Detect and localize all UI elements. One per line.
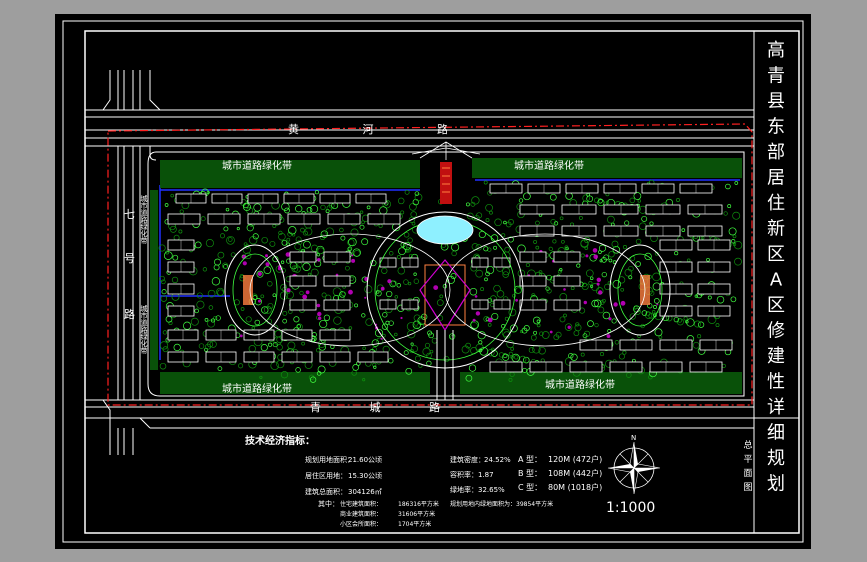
- tech-note: 规划用地内绿地面积为：39854平方米: [450, 500, 553, 508]
- oval-gardens: [224, 233, 671, 347]
- tech-right-label: 容积率：: [450, 470, 478, 479]
- tech-row-value: 304126㎡: [348, 488, 382, 496]
- north-entrance: [411, 141, 481, 204]
- plaza-core: [424, 264, 466, 326]
- residential-buildings: [167, 183, 733, 373]
- unit-type-value: 120M (472户): [548, 454, 602, 464]
- unit-type-code: A 型：: [518, 455, 542, 464]
- west-road-label-1: 七: [124, 208, 135, 221]
- tech-right-value: 24.52%: [484, 456, 511, 464]
- tech-sub-value: 186316平方米: [398, 500, 439, 508]
- site-boundary: [107, 123, 753, 406]
- sheet-name-text: 总平面图: [743, 439, 752, 493]
- scale-label: 1:1000: [606, 500, 655, 516]
- tech-row-value: 21.60公顷: [348, 456, 382, 464]
- tech-sub-label: 小区会所面积：: [340, 520, 382, 528]
- tech-sub-value: 31606平方米: [398, 510, 435, 518]
- greenbelt-label-west-lower: 城市道路绿化带: [140, 305, 148, 355]
- sheet-name: 总平面图: [743, 439, 752, 493]
- greenbelt-label-north-right: 城市道路绿化带: [514, 159, 584, 172]
- tech-right-value: 1.87: [478, 471, 494, 479]
- compass-north-label: N: [631, 434, 636, 442]
- road-network: [85, 70, 754, 455]
- tech-sub-heading: 其中：: [318, 499, 339, 508]
- greenbelt-label-north-left: 城市道路绿化带: [222, 159, 292, 172]
- tech-sub-value: 1704平方米: [398, 520, 431, 528]
- tech-heading: 技术经济指标：: [245, 434, 315, 447]
- greenbelts: [150, 158, 742, 394]
- unit-type-value: 108M (442户): [548, 468, 602, 478]
- west-road-label-2: 号: [124, 252, 135, 265]
- tech-right-label: 建筑密度：: [450, 455, 485, 464]
- outer-frame: [62, 20, 804, 543]
- tech-right-label: 绿地率：: [450, 485, 478, 494]
- unit-type-code: B 型：: [518, 469, 542, 478]
- west-road-label-3: 路: [124, 308, 135, 321]
- tech-row-label: 规划用地面积：: [305, 455, 354, 464]
- compass-rose-icon: N: [607, 434, 661, 495]
- unit-type-code: C 型：: [518, 483, 542, 492]
- tech-sub-label: 商业建筑面积：: [340, 510, 382, 518]
- plaza-pavilion: [416, 215, 474, 245]
- tech-indicators: 技术经济指标： 规划用地面积： 21.60公顷 居住区用地： 15.30公顷 建…: [245, 434, 602, 528]
- greenbelt-label-south-left: 城市道路绿化带: [222, 382, 292, 395]
- unit-type-value: 80M (1018户): [548, 482, 602, 492]
- tech-sub-label: 住宅建筑面积：: [340, 500, 382, 508]
- central-plaza: [366, 211, 524, 400]
- tech-right-value: 32.65%: [478, 486, 505, 494]
- drawing-sheet: [55, 14, 811, 549]
- tech-row-label: 建筑总面积：: [305, 487, 347, 496]
- tech-row-label: 居住区用地：: [305, 471, 347, 480]
- site-perimeter: [147, 151, 745, 397]
- greenbelt-label-south-right: 城市道路绿化带: [545, 378, 615, 391]
- tech-row-value: 15.30公顷: [348, 472, 382, 480]
- inner-frame: [84, 30, 800, 534]
- greenbelt-label-west-upper: 城市道路绿化带: [140, 195, 148, 245]
